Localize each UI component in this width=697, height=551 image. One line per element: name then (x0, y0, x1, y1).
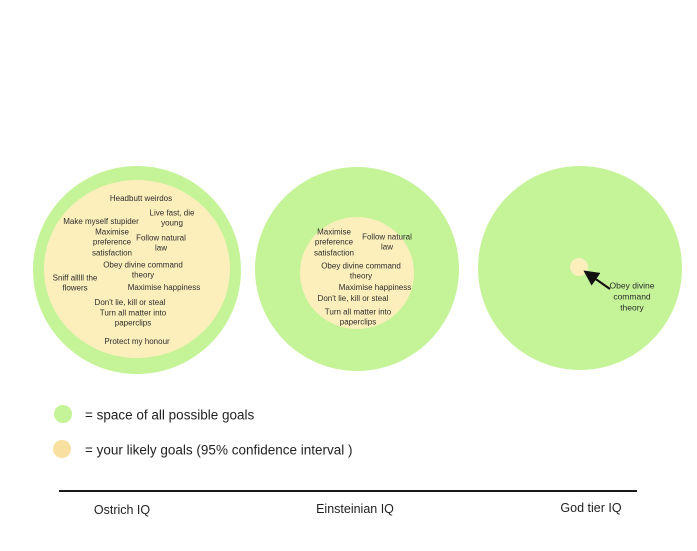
goal-text: Maximise happiness (127, 282, 201, 292)
goal-text: Maximise preference satisfaction (91, 227, 133, 258)
goal-text: Don't lie, kill or steal (317, 293, 389, 303)
goal-text: Follow natural law (362, 232, 412, 252)
goal-text: Obey divine command theory (103, 260, 183, 280)
legend-swatch-goal-space (54, 405, 72, 423)
likely-goals-circle-ostrich (44, 180, 230, 358)
goal-text: Follow natural law (136, 233, 186, 253)
goal-text: Headbutt weirdos (109, 193, 173, 203)
goal-text: Make myself stupider (63, 216, 139, 226)
legend-label-likely-goals: = your likely goals (95% confidence inte… (85, 442, 353, 458)
goal-text: Obey divine command theory (321, 261, 401, 281)
goal-text: Obey divine command theory (609, 280, 655, 313)
likely-goals-circle-einsteinian (300, 217, 414, 329)
goal-text: Maximise preference satisfaction (313, 227, 355, 258)
goal-text: Don't lie, kill or steal (94, 297, 166, 307)
iq-axis-line (59, 490, 637, 492)
goal-text: Live fast, die young (149, 208, 195, 228)
goal-text: Protect my honour (104, 336, 170, 346)
legend-label-goal-space: = space of all possible goals (85, 407, 255, 423)
axis-label-einsteinian: Einsteinian IQ (316, 502, 394, 516)
axis-label-ostrich: Ostrich IQ (93, 503, 151, 517)
goal-text: Turn all matter into paperclips (99, 308, 167, 328)
axis-label-god-tier: God tier IQ (560, 501, 622, 515)
goal-text: Turn all matter into paperclips (324, 307, 392, 327)
arrow-icon (583, 270, 611, 290)
goal-text: Sniff alllll the flowers (52, 273, 98, 293)
legend-swatch-likely-goals (53, 440, 71, 458)
goal-text: Maximise happiness (338, 282, 412, 292)
